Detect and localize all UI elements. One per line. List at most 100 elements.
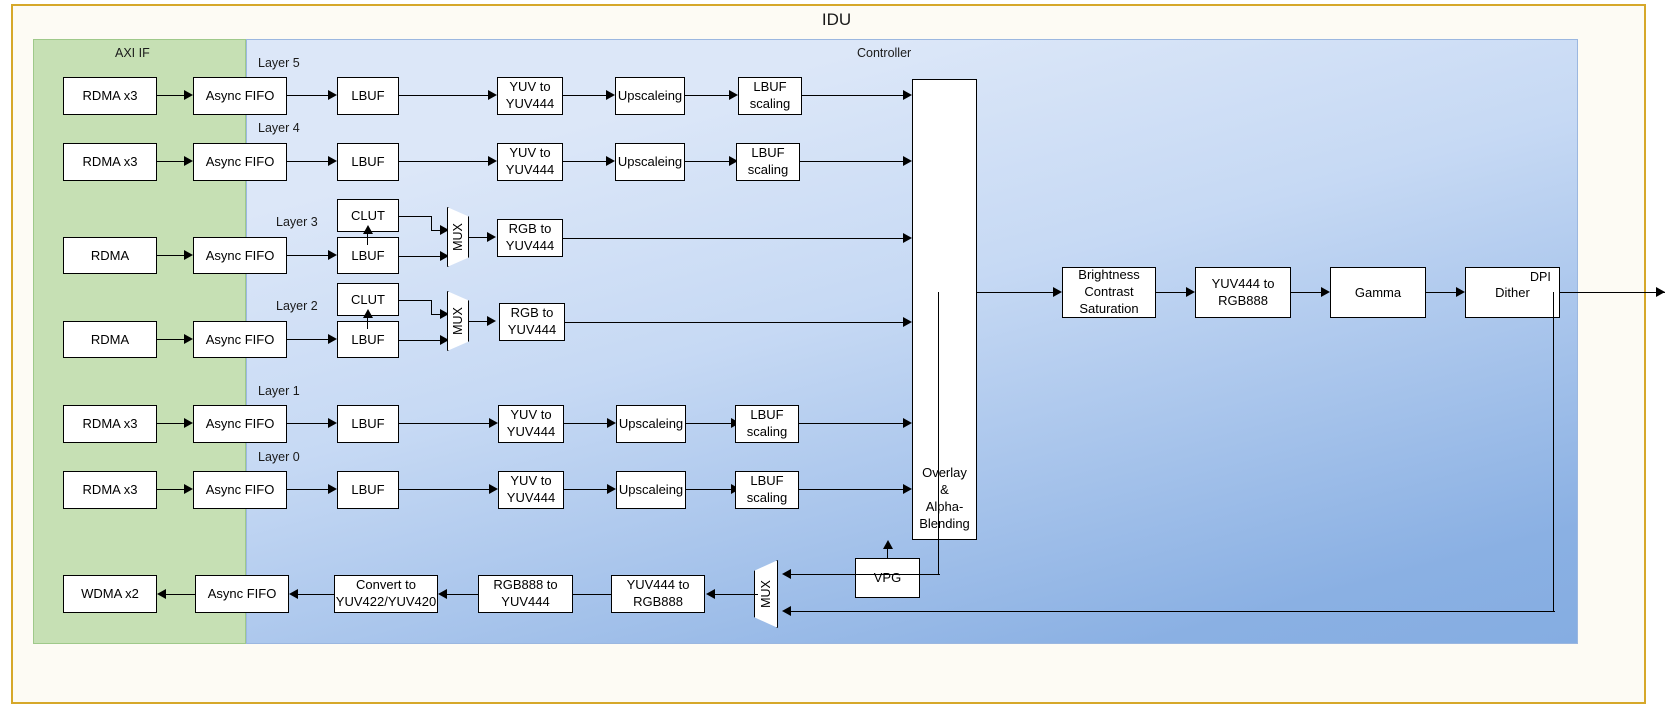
arrowhead-icon	[363, 225, 373, 234]
arrowhead-icon	[328, 334, 337, 344]
block-lbuf-scaling-layer4[interactable]: LBUF scaling	[736, 143, 800, 181]
label-layer-3: Layer 3	[276, 215, 318, 229]
block-brightness-contrast-saturation[interactable]: Brightness Contrast Saturation	[1062, 267, 1156, 318]
block-rgb-to-yuv444-layer3[interactable]: RGB to YUV444	[497, 219, 563, 257]
arrowhead-icon	[289, 589, 298, 599]
block-yuv-to-yuv444-layer5[interactable]: YUV to YUV444	[497, 77, 563, 115]
block-lbuf-layer1[interactable]: LBUF	[337, 405, 399, 443]
wire	[157, 255, 184, 256]
block-rdma-layer0[interactable]: RDMA x3	[63, 471, 157, 509]
wire	[1560, 292, 1665, 293]
block-yuv444-to-rgb888-writeback[interactable]: YUV444 to RGB888	[611, 575, 705, 613]
wire	[399, 489, 489, 490]
block-yuv444-to-rgb888[interactable]: YUV444 to RGB888	[1195, 267, 1291, 318]
arrowhead-icon	[440, 309, 449, 319]
label-layer-1: Layer 1	[258, 384, 300, 398]
arrowhead-icon	[782, 606, 791, 616]
wire	[399, 256, 445, 257]
wire	[685, 95, 729, 96]
block-lbuf-layer4[interactable]: LBUF	[337, 143, 399, 181]
block-upscaling-layer5[interactable]: Upscaleing	[615, 77, 685, 115]
block-rgb888-to-yuv444-writeback[interactable]: RGB888 to YUV444	[478, 575, 573, 613]
block-overlay-alpha-blending[interactable]: Overlay & Alpha- Blending	[912, 79, 977, 540]
arrowhead-icon	[487, 316, 496, 326]
block-upscaling-layer1[interactable]: Upscaleing	[616, 405, 686, 443]
wire	[157, 95, 184, 96]
block-rdma-layer3[interactable]: RDMA	[63, 237, 157, 274]
arrowhead-icon	[184, 250, 193, 260]
mux-label: MUX	[759, 580, 773, 608]
wire	[887, 548, 889, 558]
edge-label-dpi: DPI	[1530, 270, 1551, 284]
wire	[1156, 292, 1188, 293]
label-layer-5: Layer 5	[258, 56, 300, 70]
block-lbuf-scaling-layer0[interactable]: LBUF scaling	[735, 471, 799, 509]
arrowhead-icon	[488, 90, 497, 100]
arrowhead-icon	[184, 156, 193, 166]
block-rdma-layer4[interactable]: RDMA x3	[63, 143, 157, 181]
arrowhead-icon	[489, 418, 498, 428]
block-rdma-layer2[interactable]: RDMA	[63, 321, 157, 358]
arrowhead-icon	[184, 90, 193, 100]
wire	[157, 489, 184, 490]
block-lbuf-scaling-layer5[interactable]: LBUF scaling	[738, 77, 802, 115]
arrowhead-icon	[883, 540, 893, 549]
wire-dither-feedback-left	[790, 611, 1555, 612]
block-yuv-to-yuv444-layer1[interactable]: YUV to YUV444	[498, 405, 564, 443]
block-yuv-to-yuv444-layer4[interactable]: YUV to YUV444	[497, 143, 563, 181]
block-dither[interactable]: Dither	[1465, 267, 1560, 318]
block-lbuf-layer5[interactable]: LBUF	[337, 77, 399, 115]
wire	[563, 238, 904, 239]
arrowhead-icon	[440, 225, 449, 235]
wire	[287, 489, 328, 490]
wire	[431, 216, 433, 230]
wire	[977, 292, 1054, 293]
block-rgb-to-yuv444-layer2[interactable]: RGB to YUV444	[499, 303, 565, 341]
wire	[287, 255, 328, 256]
mux-layer2[interactable]: MUX	[447, 291, 469, 351]
wire	[799, 423, 903, 424]
arrowhead-icon	[782, 569, 791, 579]
arrowhead-icon	[440, 335, 449, 345]
arrowhead-icon	[1656, 287, 1665, 297]
block-async-fifo-writeback[interactable]: Async FIFO	[195, 575, 289, 613]
mux-label: MUX	[451, 223, 465, 251]
region-label-controller: Controller	[857, 46, 912, 60]
wire	[564, 489, 607, 490]
block-async-fifo-layer2[interactable]: Async FIFO	[193, 321, 287, 358]
block-gamma[interactable]: Gamma	[1330, 267, 1426, 318]
block-async-fifo-layer0[interactable]: Async FIFO	[193, 471, 287, 509]
mux-layer3[interactable]: MUX	[447, 207, 469, 267]
arrowhead-icon	[328, 250, 337, 260]
arrowhead-icon	[184, 484, 193, 494]
wire	[799, 489, 903, 490]
region-label-axi-if: AXI IF	[115, 46, 150, 60]
block-lbuf-layer0[interactable]: LBUF	[337, 471, 399, 509]
block-async-fifo-layer1[interactable]: Async FIFO	[193, 405, 287, 443]
wire	[800, 161, 903, 162]
block-rdma-layer1[interactable]: RDMA x3	[63, 405, 157, 443]
wire	[431, 230, 445, 231]
block-async-fifo-layer3[interactable]: Async FIFO	[193, 237, 287, 274]
wire	[297, 594, 334, 595]
wire	[399, 161, 488, 162]
block-upscaling-layer0[interactable]: Upscaleing	[616, 471, 686, 509]
arrowhead-icon	[488, 156, 497, 166]
block-convert-to-yuv422-yuv420[interactable]: Convert to YUV422/YUV420	[334, 575, 438, 613]
wire	[399, 95, 488, 96]
block-wdma[interactable]: WDMA x2	[63, 575, 157, 613]
block-lbuf-layer2[interactable]: LBUF	[337, 321, 399, 358]
wire	[399, 340, 445, 341]
block-upscaling-layer4[interactable]: Upscaleing	[615, 143, 685, 181]
block-async-fifo-layer4[interactable]: Async FIFO	[193, 143, 287, 181]
block-lbuf-scaling-layer1[interactable]: LBUF scaling	[735, 405, 799, 443]
arrowhead-icon	[363, 309, 373, 318]
block-rdma-layer5[interactable]: RDMA x3	[63, 77, 157, 115]
arrowhead-icon	[903, 317, 912, 327]
wire	[1291, 292, 1323, 293]
block-async-fifo-layer5[interactable]: Async FIFO	[193, 77, 287, 115]
wire-lbuf-to-clut-layer3	[367, 232, 369, 245]
label-layer-2: Layer 2	[276, 299, 318, 313]
block-yuv-to-yuv444-layer0[interactable]: YUV to YUV444	[498, 471, 564, 509]
block-vpg[interactable]: VPG	[855, 558, 920, 598]
